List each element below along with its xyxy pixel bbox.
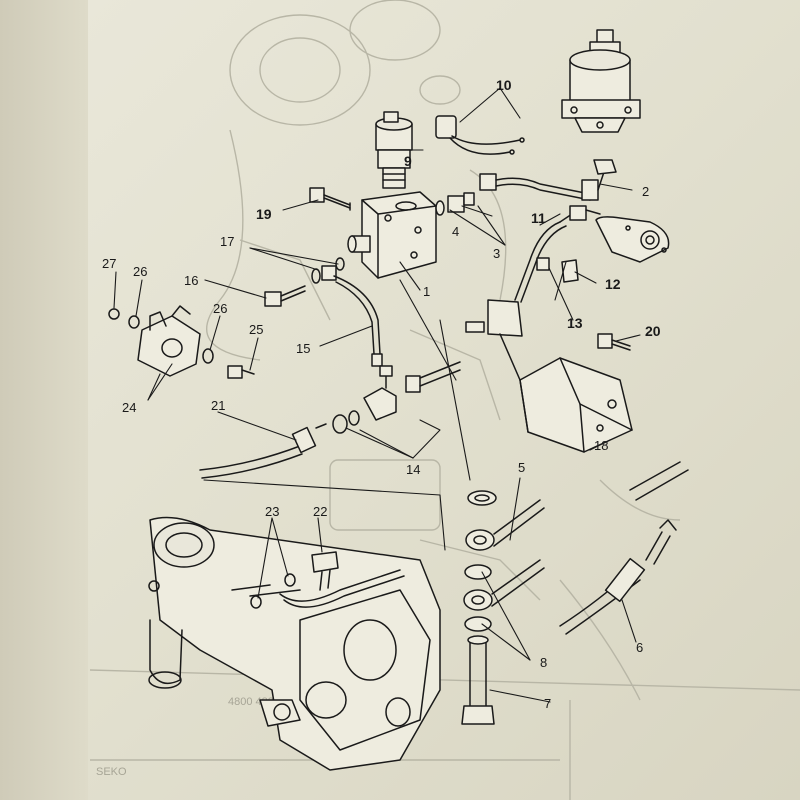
- callout-4: 4: [452, 224, 459, 239]
- callout-23: 23: [265, 504, 279, 519]
- mounting-bracket: [487, 299, 633, 453]
- callout-5: 5: [518, 460, 525, 475]
- callout-26a: 26: [213, 301, 227, 316]
- leader-lines: [113, 87, 641, 703]
- pipe-clamp: [108, 305, 255, 379]
- callout-15: 15: [296, 341, 310, 356]
- callout-8: 8: [540, 655, 547, 670]
- callout-25: 25: [249, 322, 263, 337]
- callout-16: 16: [184, 273, 198, 288]
- callout-24: 24: [122, 400, 136, 415]
- callout-9: 9: [404, 153, 412, 169]
- ghost-corner-text: SEKO: [96, 766, 127, 778]
- valve-block: [347, 191, 437, 279]
- callout-1: 1: [423, 284, 430, 299]
- callout-3: 3: [493, 246, 500, 261]
- callout-12: 12: [605, 276, 621, 292]
- callout-11: 11: [531, 210, 546, 226]
- housing-fittings: [250, 551, 405, 609]
- electrical-connector: [435, 115, 525, 155]
- callout-22: 22: [313, 504, 327, 519]
- callout-19: 19: [256, 206, 272, 222]
- callout-7: 7: [544, 696, 551, 711]
- bolt: [309, 187, 351, 211]
- hydraulic-hose: [199, 423, 327, 479]
- small-fasteners: [465, 257, 631, 351]
- pressure-pipe: [514, 205, 670, 303]
- callout-20: 20: [645, 323, 661, 339]
- callout-labels: 1 2 3 4 5 6 7 8 9 10 11 12 13 14 15 16 1…: [102, 77, 661, 711]
- callout-18: 18: [594, 438, 608, 453]
- pipe-fittings: [435, 159, 617, 216]
- callout-21: 21: [211, 398, 225, 413]
- callout-13: 13: [567, 315, 583, 331]
- flexible-hoses: [559, 461, 689, 635]
- callout-27: 27: [102, 256, 116, 271]
- callout-17: 17: [220, 234, 234, 249]
- hydraulic-motor: [561, 29, 641, 133]
- callout-10: 10: [496, 77, 512, 93]
- tee-fitting: [332, 361, 461, 434]
- axle-housing: [148, 516, 441, 771]
- background-surface: [0, 0, 88, 800]
- callout-14: 14: [406, 462, 420, 477]
- callout-6: 6: [636, 640, 643, 655]
- callout-2: 2: [642, 184, 649, 199]
- return-pipe: [264, 257, 383, 367]
- callout-26b: 26: [133, 264, 147, 279]
- solenoid-valve: [375, 111, 413, 189]
- banjo-fittings: [461, 490, 545, 725]
